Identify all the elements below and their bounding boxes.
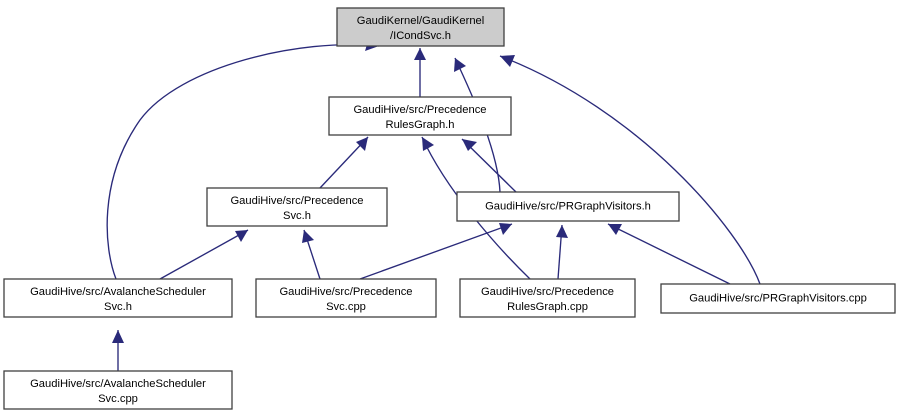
node-box[interactable] <box>206 187 388 227</box>
node-label: GaudiHive/src/AvalancheScheduler <box>30 378 206 390</box>
dependency-arrowhead-icon <box>356 137 368 151</box>
node-label-line2: Svc.cpp <box>98 393 138 405</box>
graph-node-avalanascheduler_cpp[interactable]: GaudiHive/src/AvalancheSchedulerSvc.cppG… <box>3 370 233 410</box>
node-box[interactable] <box>3 278 233 318</box>
node-box[interactable] <box>459 278 636 318</box>
nodes-layer: GaudiKernel/GaudiKernel/ICondSvc.hGaudiK… <box>3 7 896 410</box>
node-box[interactable] <box>660 283 896 314</box>
node-label-line2: Svc.h <box>104 301 132 313</box>
node-label-line2: RulesGraph.cpp <box>507 301 588 313</box>
dependency-edge <box>106 43 380 280</box>
node-label: GaudiHive/src/Precedence <box>230 195 363 207</box>
node-label: GaudiHive/src/AvalancheScheduler <box>30 286 206 298</box>
dependency-arrowhead-icon <box>112 330 124 343</box>
node-box[interactable] <box>336 7 505 47</box>
dependency-arrowhead-icon <box>414 48 426 60</box>
graph-node-avalanascheduler_h[interactable]: GaudiHive/src/AvalancheSchedulerSvc.hGau… <box>3 278 233 318</box>
dependency-arrowhead-icon <box>462 139 477 151</box>
dependency-edge <box>607 223 731 285</box>
graph-node-prgraphvisitors_cpp[interactable]: GaudiHive/src/PRGraphVisitors.cppGaudiHi… <box>660 283 896 314</box>
node-label: GaudiHive/src/PRGraphVisitors.cpp <box>689 292 867 304</box>
dependency-arrowhead-icon <box>302 230 314 243</box>
graph-node-icondsvc_h[interactable]: GaudiKernel/GaudiKernel/ICondSvc.hGaudiK… <box>336 7 505 47</box>
node-label: GaudiHive/src/PRGraphVisitors.h <box>485 200 651 212</box>
dependency-edge <box>159 229 249 280</box>
dependency-arrowhead-icon <box>422 137 434 151</box>
dependency-edge <box>359 223 513 280</box>
graph-node-precedencesvc_cpp[interactable]: GaudiHive/src/PrecedenceSvc.cppGaudiHive… <box>255 278 437 318</box>
node-label-line2: Svc.cpp <box>326 301 366 313</box>
graph-node-precedencerulesgraph_cpp[interactable]: GaudiHive/src/PrecedenceRulesGraph.cppGa… <box>459 278 636 318</box>
graph-node-precedencesvc_h[interactable]: GaudiHive/src/PrecedenceSvc.hGaudiHive/s… <box>206 187 388 227</box>
node-label: GaudiHive/src/Precedence <box>481 286 614 298</box>
node-label-line2: /ICondSvc.h <box>390 30 451 42</box>
graph-node-precedencerulesgraph_h[interactable]: GaudiHive/src/PrecedenceRulesGraph.hGaud… <box>328 96 512 136</box>
dependency-arrowhead-icon <box>454 58 466 72</box>
node-label-line2: RulesGraph.h <box>385 119 454 131</box>
dependency-arrowhead-icon <box>608 224 622 235</box>
node-box[interactable] <box>328 96 512 136</box>
node-label: GaudiKernel/GaudiKernel <box>357 15 485 27</box>
dependency-arrowhead-icon <box>500 55 515 67</box>
edges-layer <box>106 38 761 371</box>
node-box[interactable] <box>3 370 233 410</box>
node-label: GaudiHive/src/Precedence <box>353 104 486 116</box>
dependency-arrowhead-icon <box>556 225 568 238</box>
dependency-arrowhead-icon <box>235 230 248 242</box>
node-box[interactable] <box>255 278 437 318</box>
node-label: GaudiHive/src/Precedence <box>279 286 412 298</box>
node-label-line2: Svc.h <box>283 210 311 222</box>
graph-node-prgraphvisitors_h[interactable]: GaudiHive/src/PRGraphVisitors.hGaudiHive… <box>456 191 680 222</box>
dependency-arrowhead-icon <box>499 223 512 235</box>
dependency-edge <box>499 55 761 285</box>
node-box[interactable] <box>456 191 680 222</box>
